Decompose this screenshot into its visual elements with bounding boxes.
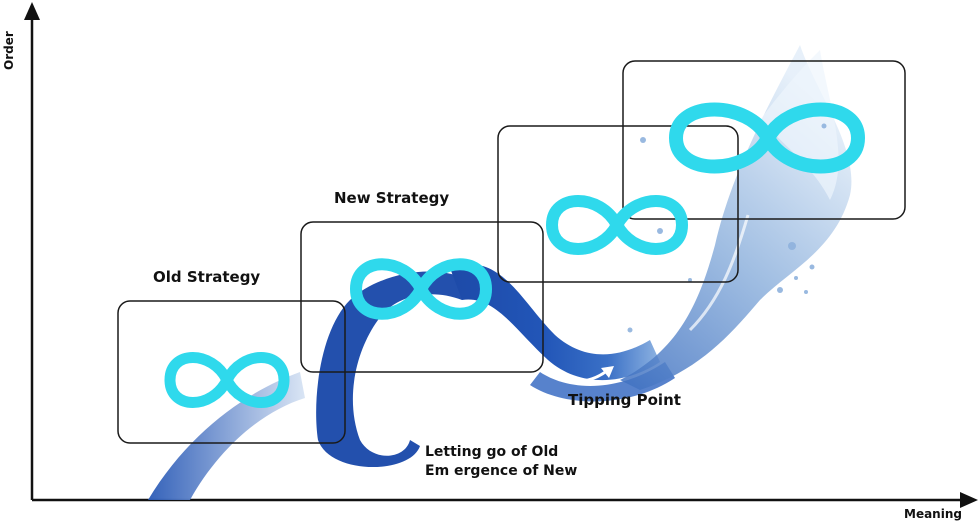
- ribbon-main: [450, 264, 660, 381]
- infinity-icon: [349, 258, 493, 320]
- flow-arrows: [370, 366, 614, 452]
- x-axis-arrowhead: [960, 492, 978, 508]
- water-streak: [688, 214, 750, 332]
- arrow-right-icon-head: [601, 366, 614, 378]
- ribbon-loop: [316, 271, 470, 468]
- annotation-tipping-point: Tipping Point: [568, 391, 681, 409]
- x-axis-label: Meaning: [904, 507, 962, 521]
- annotation-letting-go-line2: Em ergence of New: [425, 463, 578, 479]
- stage-box-third: [497, 125, 739, 283]
- infinity-icon: [164, 352, 290, 408]
- water-splash: [620, 45, 852, 390]
- stage-label-old-strategy: Old Strategy: [153, 268, 261, 286]
- y-axis-arrowhead: [24, 2, 40, 20]
- stage-box-fourth: [622, 60, 906, 220]
- arrow-up-icon-head: [396, 414, 408, 426]
- stage-label-new-strategy: New Strategy: [334, 189, 450, 207]
- axes: [24, 2, 978, 508]
- infinity-icon: [545, 195, 689, 255]
- water-droplets: [627, 123, 827, 333]
- ribbon-lower-band: [530, 362, 675, 402]
- stage-box-new-strategy: [300, 221, 544, 373]
- annotation-letting-go: Letting go of Old Em ergence of New: [425, 443, 577, 481]
- infinity-icons: [164, 102, 866, 408]
- infinity-icon: [668, 102, 866, 174]
- y-axis-label: Order: [2, 31, 16, 70]
- annotation-letting-go-line1: Letting go of Old: [425, 444, 559, 460]
- stage-boxes: [117, 60, 906, 444]
